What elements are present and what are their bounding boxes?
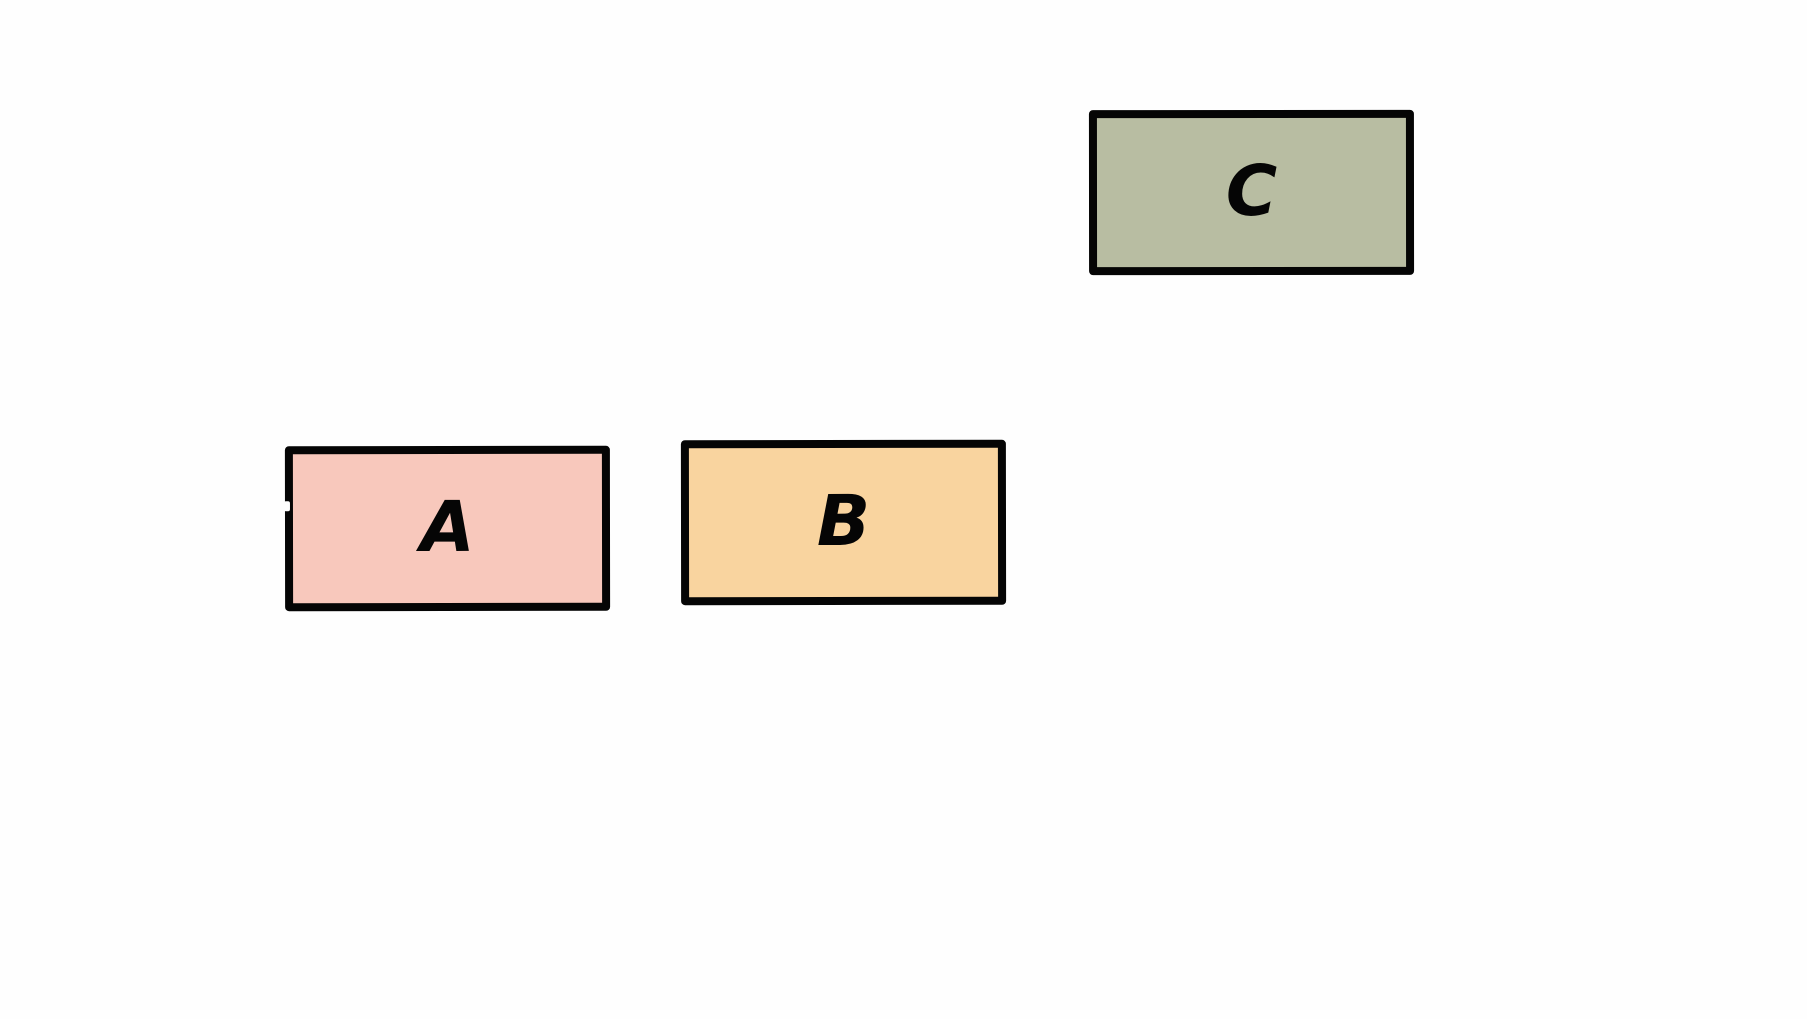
node-a-edge-nick — [283, 501, 290, 512]
node-a-label: A — [420, 485, 475, 568]
node-a[interactable]: A — [283, 445, 611, 612]
node-c[interactable]: C — [1088, 109, 1415, 276]
node-b-label: B — [816, 479, 871, 562]
node-c-label: C — [1225, 149, 1278, 232]
node-b[interactable]: B — [680, 439, 1007, 606]
